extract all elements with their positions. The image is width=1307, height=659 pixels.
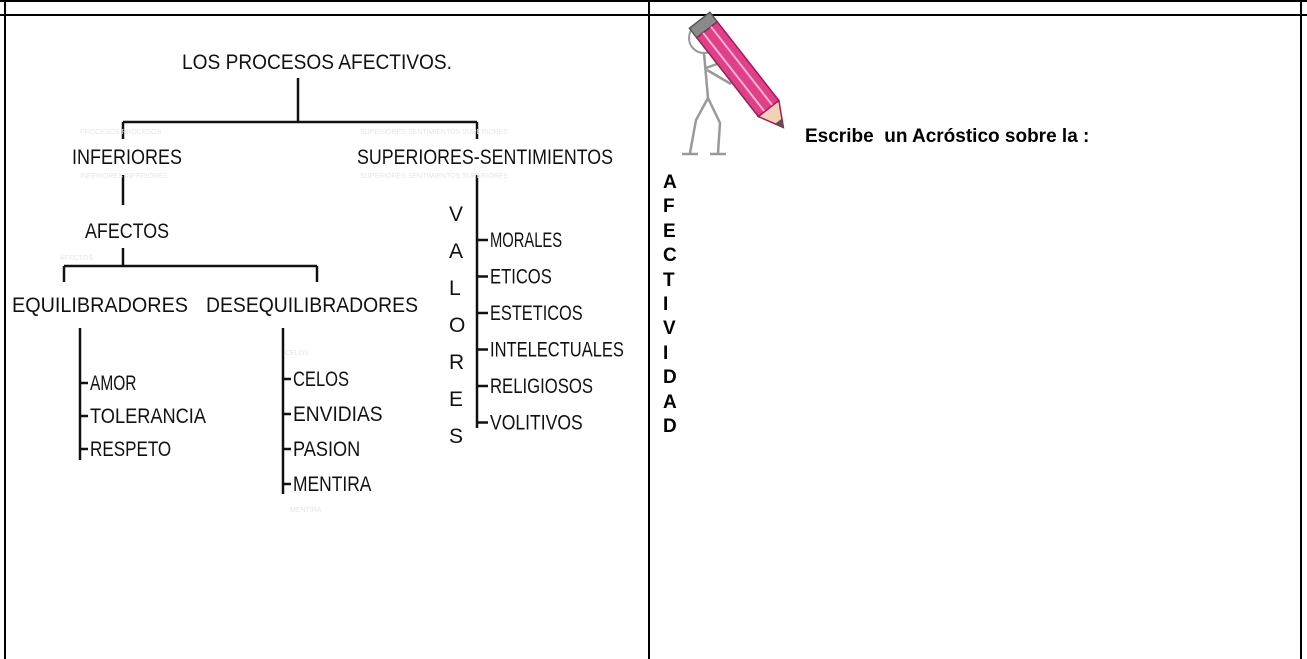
valores-item: MORALES [490, 229, 562, 252]
valores-item: INTELECTUALES [490, 339, 624, 362]
affective-processes-tree: PROCESOS PROCESOS INFERIORES INFERIORES … [12, 51, 624, 514]
svg-text:MENTIRA: MENTIRA [290, 507, 322, 514]
acrostic-letter: A [663, 391, 677, 413]
acrostic-letter: I [663, 342, 669, 364]
valores-letter: E [449, 388, 463, 411]
svg-text:INFERIORES INFERIORES: INFERIORES INFERIORES [80, 173, 168, 180]
equilibradores-item: RESPETO [90, 438, 171, 461]
table-top-border [0, 0, 1307, 2]
svg-text:PROCESOS PROCESOS: PROCESOS PROCESOS [80, 129, 162, 136]
acrostic-letter: E [663, 220, 676, 242]
equilibradores-label: EQUILIBRADORES [12, 294, 188, 317]
acrostic-letter: C [663, 245, 677, 267]
table-left-border [4, 0, 6, 659]
valores-list: MORALES ETICOS ESTETICOS INTELECTUALES RELIG… [477, 229, 624, 435]
valores-letter: S [449, 425, 463, 448]
acrostic-letter: F [663, 196, 675, 218]
desequilibradores-item: CELOS [293, 368, 349, 391]
superiores-label: SUPERIORES-SENTIMIENTOS [357, 146, 613, 169]
equilibradores-list: AMOR TOLERANCIA RESPETO [80, 372, 206, 461]
equilibradores-item: AMOR [90, 372, 136, 395]
equilibradores-item: TOLERANCIA [90, 405, 206, 428]
acrostic-letter: D [663, 416, 677, 438]
inferiores-label: INFERIORES [72, 146, 182, 169]
svg-text:SUPERIORES SENTIMIENTOS SUPERI: SUPERIORES SENTIMIENTOS SUPERIORES [360, 173, 508, 180]
acrostic-letter: D [663, 367, 677, 389]
valores-item: RELIGIOSOS [490, 375, 593, 398]
valores-letter: R [449, 351, 464, 374]
pencil-character-icon [682, 11, 785, 156]
tree-connectors [62, 78, 479, 494]
afectos-label: AFECTOS [85, 220, 169, 243]
desequilibradores-item: MENTIRA [293, 473, 371, 496]
table-row-divider [0, 14, 1307, 16]
tree-watermark-text: PROCESOS PROCESOS INFERIORES INFERIORES … [60, 129, 508, 514]
valores-letter: O [449, 314, 465, 337]
valores-letter: V [449, 203, 463, 226]
valores-item: ETICOS [490, 266, 552, 289]
svg-text:CELOS: CELOS [285, 350, 309, 357]
table-right-border [1300, 0, 1302, 659]
valores-letter: L [449, 277, 461, 300]
acrostic-letter: V [663, 318, 676, 340]
acrostic-letter: A [663, 172, 677, 193]
valores-item: ESTETICOS [490, 302, 583, 325]
table-column-divider [648, 0, 650, 659]
desequilibradores-list: CELOS ENVIDIAS PASION MENTIRA [283, 368, 383, 496]
svg-text:AFECTOS: AFECTOS [60, 255, 93, 262]
acrostic-letter: T [663, 269, 675, 291]
acrostic-instruction: Escribe un Acróstico sobre la : [805, 126, 1090, 147]
svg-text:SUPERIORES SENTIMIENTOS SUPERI: SUPERIORES SENTIMIENTOS SUPERIORES [360, 129, 508, 136]
desequilibradores-item: PASION [293, 438, 360, 461]
valores-item: VOLITIVOS [490, 412, 583, 435]
valores-letter: A [449, 240, 463, 263]
diagram-title: LOS PROCESOS AFECTIVOS. [182, 51, 452, 74]
desequilibradores-label: DESEQUILIBRADORES [206, 294, 418, 317]
svg-text:AMOR AMOR: AMOR AMOR [90, 385, 134, 392]
desequilibradores-item: ENVIDIAS [293, 403, 383, 426]
acrostic-letter: I [663, 294, 669, 316]
